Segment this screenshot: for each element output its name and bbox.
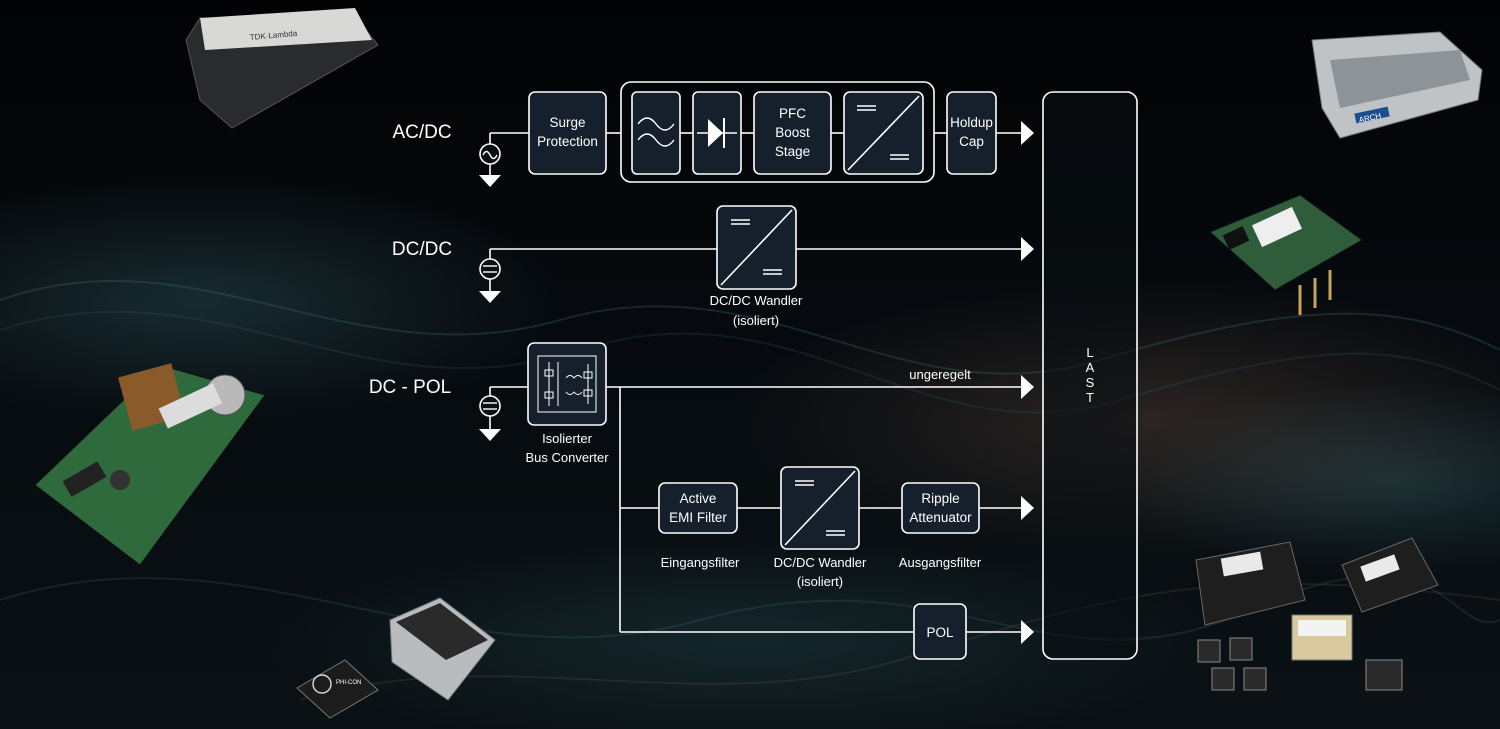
diode-icon (697, 118, 737, 148)
ground-icon (479, 175, 501, 187)
eingangsfilter-caption: Eingangsfilter (661, 555, 740, 570)
holdup-cap-block (946, 91, 997, 175)
pfc-label-2: Boost (775, 125, 810, 140)
surge-protection-block (528, 91, 607, 175)
module-green-board-right (1209, 194, 1363, 315)
background-waves (0, 279, 1500, 701)
dcdc-wandler-caption-1: DC/DC Wandler (710, 293, 803, 308)
arrow-ripple-icon (1021, 496, 1034, 520)
module-open-frame-left (34, 363, 266, 566)
module-dc-bricks-right (1195, 537, 1439, 691)
row-label-acdc: AC/DC (392, 122, 451, 143)
dc-dc-converter-icon (847, 95, 920, 171)
arrow-acdc-icon (1021, 121, 1034, 145)
row-label-dcpol: DC - POL (369, 377, 451, 398)
ripple-label-2: Attenuator (909, 510, 972, 525)
holdup-label-1: Holdup (950, 115, 993, 130)
surge-label-2: Protection (537, 134, 598, 149)
dcpol-source (479, 387, 501, 441)
last-letter-2: A (1086, 360, 1095, 375)
arrow-pol-icon (1021, 620, 1034, 644)
arrow-dcdc-icon (1021, 237, 1034, 261)
bus-converter-caption-2: Bus Converter (525, 450, 609, 465)
pol-label: POL (926, 625, 954, 640)
arrow-ungeregelt-icon (1021, 375, 1034, 399)
dc-dc-converter-icon (784, 470, 856, 546)
pfc-group-frame (620, 81, 935, 183)
dc-dc-converter-icon (720, 209, 793, 286)
surge-label-1: Surge (549, 115, 585, 130)
row-label-dcdc: DC/DC (392, 239, 452, 260)
holdup-label-2: Cap (959, 134, 984, 149)
module-phicon: PHI-CON (296, 659, 379, 719)
module-phicon-label: PHI-CON (336, 680, 361, 686)
acdc-source (479, 133, 501, 187)
module-tdk-lambda: TDK·Lambda (185, 8, 379, 129)
dc-source-icon (479, 395, 501, 417)
bus-converter-block (527, 342, 607, 426)
last-letter-3: S (1086, 375, 1095, 390)
module-tdk-label: TDK·Lambda (249, 29, 298, 42)
active-emi-label-2: EMI Filter (669, 510, 727, 525)
pfc-label-3: Stage (775, 144, 810, 159)
ripple-label-1: Ripple (921, 491, 959, 506)
active-emi-label-1: Active (680, 491, 717, 506)
module-heatsink (389, 597, 496, 701)
dc-source-icon (479, 258, 501, 280)
dcdc-wandler-2-caption-2: (isoliert) (797, 574, 843, 589)
emi-filter-block (631, 91, 681, 175)
dcdc-wandler-2-caption-1: DC/DC Wandler (774, 555, 867, 570)
dcdc-source (479, 249, 501, 303)
ausgangsfilter-caption: Ausgangsfilter (899, 555, 982, 570)
last-load-block (1042, 91, 1138, 660)
dcdc-wandler-caption-2: (isoliert) (733, 313, 779, 328)
ground-icon (479, 429, 501, 441)
sine-filter-icon (637, 117, 675, 147)
bus-converter-schematic-icon (537, 355, 597, 413)
last-letter-4: T (1086, 390, 1094, 405)
bus-converter-caption-1: Isolierter (542, 431, 593, 446)
ground-icon (479, 291, 501, 303)
last-letter-1: L (1086, 345, 1093, 360)
ungeregelt-caption: ungeregelt (909, 367, 971, 382)
pfc-label-1: PFC (779, 106, 806, 121)
module-arch: ARCH (1311, 31, 1483, 139)
